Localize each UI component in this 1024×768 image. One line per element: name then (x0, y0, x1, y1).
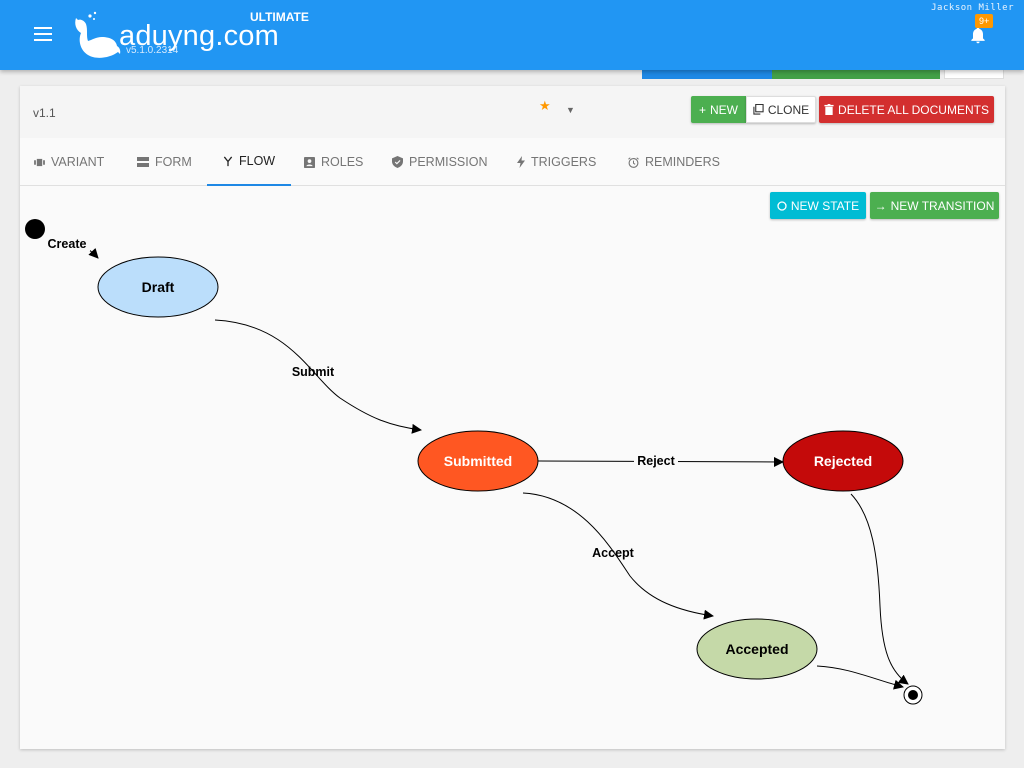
trash-icon (824, 104, 834, 115)
tab-reminders[interactable]: REMINDERS (628, 138, 720, 186)
tab-flow[interactable]: FLOW (207, 138, 292, 186)
roles-icon (304, 156, 315, 168)
delete-all-documents-button[interactable]: DELETE ALL DOCUMENTS (819, 96, 994, 123)
bolt-icon (517, 156, 525, 168)
tab-label: TRIGGERS (531, 155, 597, 169)
bell-icon[interactable] (968, 25, 988, 45)
transition-rejected-end-edge[interactable] (850, 493, 909, 685)
new-transition-button[interactable]: → NEW TRANSITION (870, 192, 999, 219)
state-accepted-node[interactable] (696, 618, 818, 680)
workflow-card: v1.1 ★ ▼ + NEW CLONE DELETE ALL DOCUMENT… (20, 86, 1005, 749)
new-button[interactable]: + NEW (691, 96, 746, 123)
transition-accept-label[interactable]: Accept (592, 546, 635, 560)
clone-button[interactable]: CLONE (746, 96, 816, 123)
tab-label: FORM (155, 155, 192, 169)
tab-label: ROLES (321, 155, 364, 169)
transition-submit-edge[interactable] (214, 319, 422, 434)
tab-variant[interactable]: VARIANT (34, 138, 104, 186)
user-name[interactable]: Jackson Miller (931, 3, 1014, 13)
state-accepted-label: Accepted (725, 641, 788, 657)
shield-icon (392, 156, 403, 168)
start-node[interactable] (25, 219, 45, 239)
edition-label: ULTIMATE (250, 10, 309, 24)
state-rejected-node[interactable] (782, 430, 904, 492)
transition-accept-edge[interactable] (522, 492, 714, 620)
state-submitted-label: Submitted (444, 453, 512, 469)
version-label: v1.1 (33, 106, 56, 120)
menu-icon[interactable] (34, 26, 54, 42)
arrow-right-icon: → (874, 198, 887, 213)
form-icon (137, 157, 149, 167)
transition-submit-label[interactable]: Submit (292, 365, 335, 379)
tab-roles[interactable]: ROLES (304, 138, 363, 186)
edge-label-bg (44, 235, 90, 251)
state-rejected-label: Rejected (814, 453, 872, 469)
circle-outline-icon (777, 200, 787, 211)
alarm-icon (628, 156, 639, 168)
state-submitted-node[interactable] (417, 430, 539, 492)
new-state-button[interactable]: NEW STATE (770, 192, 866, 219)
flow-icon (223, 156, 233, 167)
copy-icon (753, 104, 764, 115)
brand-name: aduyng.com (119, 20, 279, 52)
tab-triggers[interactable]: TRIGGERS (517, 138, 596, 186)
tab-permission[interactable]: PERMISSION (392, 138, 488, 186)
clone-button-label: CLONE (767, 102, 810, 117)
flow-diagram[interactable]: Create Submit Reject Accept Draft Submit… (20, 86, 1005, 749)
plus-icon: + (698, 102, 706, 117)
transition-create-label[interactable]: Create (48, 237, 87, 251)
new-transition-label: NEW TRANSITION (890, 198, 995, 213)
app-version: v5.1.0.2314 (126, 45, 179, 56)
tab-form[interactable]: FORM (137, 138, 192, 186)
variant-icon (34, 158, 45, 167)
dropdown-caret-icon[interactable]: ▼ (566, 105, 575, 115)
logo[interactable]: aduyng.com ULTIMATE v5.1.0.2314 (72, 10, 322, 62)
tab-label: REMINDERS (645, 155, 721, 169)
app-bar: aduyng.com ULTIMATE v5.1.0.2314 Jackson … (0, 0, 1024, 70)
tab-label: FLOW (239, 154, 276, 168)
state-draft-label: Draft (142, 279, 175, 295)
star-icon[interactable]: ★ (539, 98, 551, 113)
new-state-label: NEW STATE (790, 198, 860, 213)
transition-reject-label[interactable]: Reject (637, 454, 675, 468)
tab-label: PERMISSION (409, 155, 488, 169)
whale-logo-icon (75, 11, 121, 58)
transition-accepted-end-edge[interactable] (816, 665, 904, 690)
notification-badge: 9+ (975, 14, 994, 28)
card-header: v1.1 ★ ▼ + NEW CLONE DELETE ALL DOCUMENT… (20, 86, 1005, 138)
tab-label: VARIANT (51, 155, 105, 169)
edge-label-bg (634, 453, 678, 469)
state-draft-node[interactable] (97, 256, 219, 318)
new-button-label: NEW (710, 102, 738, 117)
delete-button-label: DELETE ALL DOCUMENTS (838, 102, 989, 117)
tab-bar: VARIANT FORM FLOW ROLES PERMISSION TRIGG… (20, 138, 1005, 186)
end-node[interactable] (903, 685, 923, 705)
